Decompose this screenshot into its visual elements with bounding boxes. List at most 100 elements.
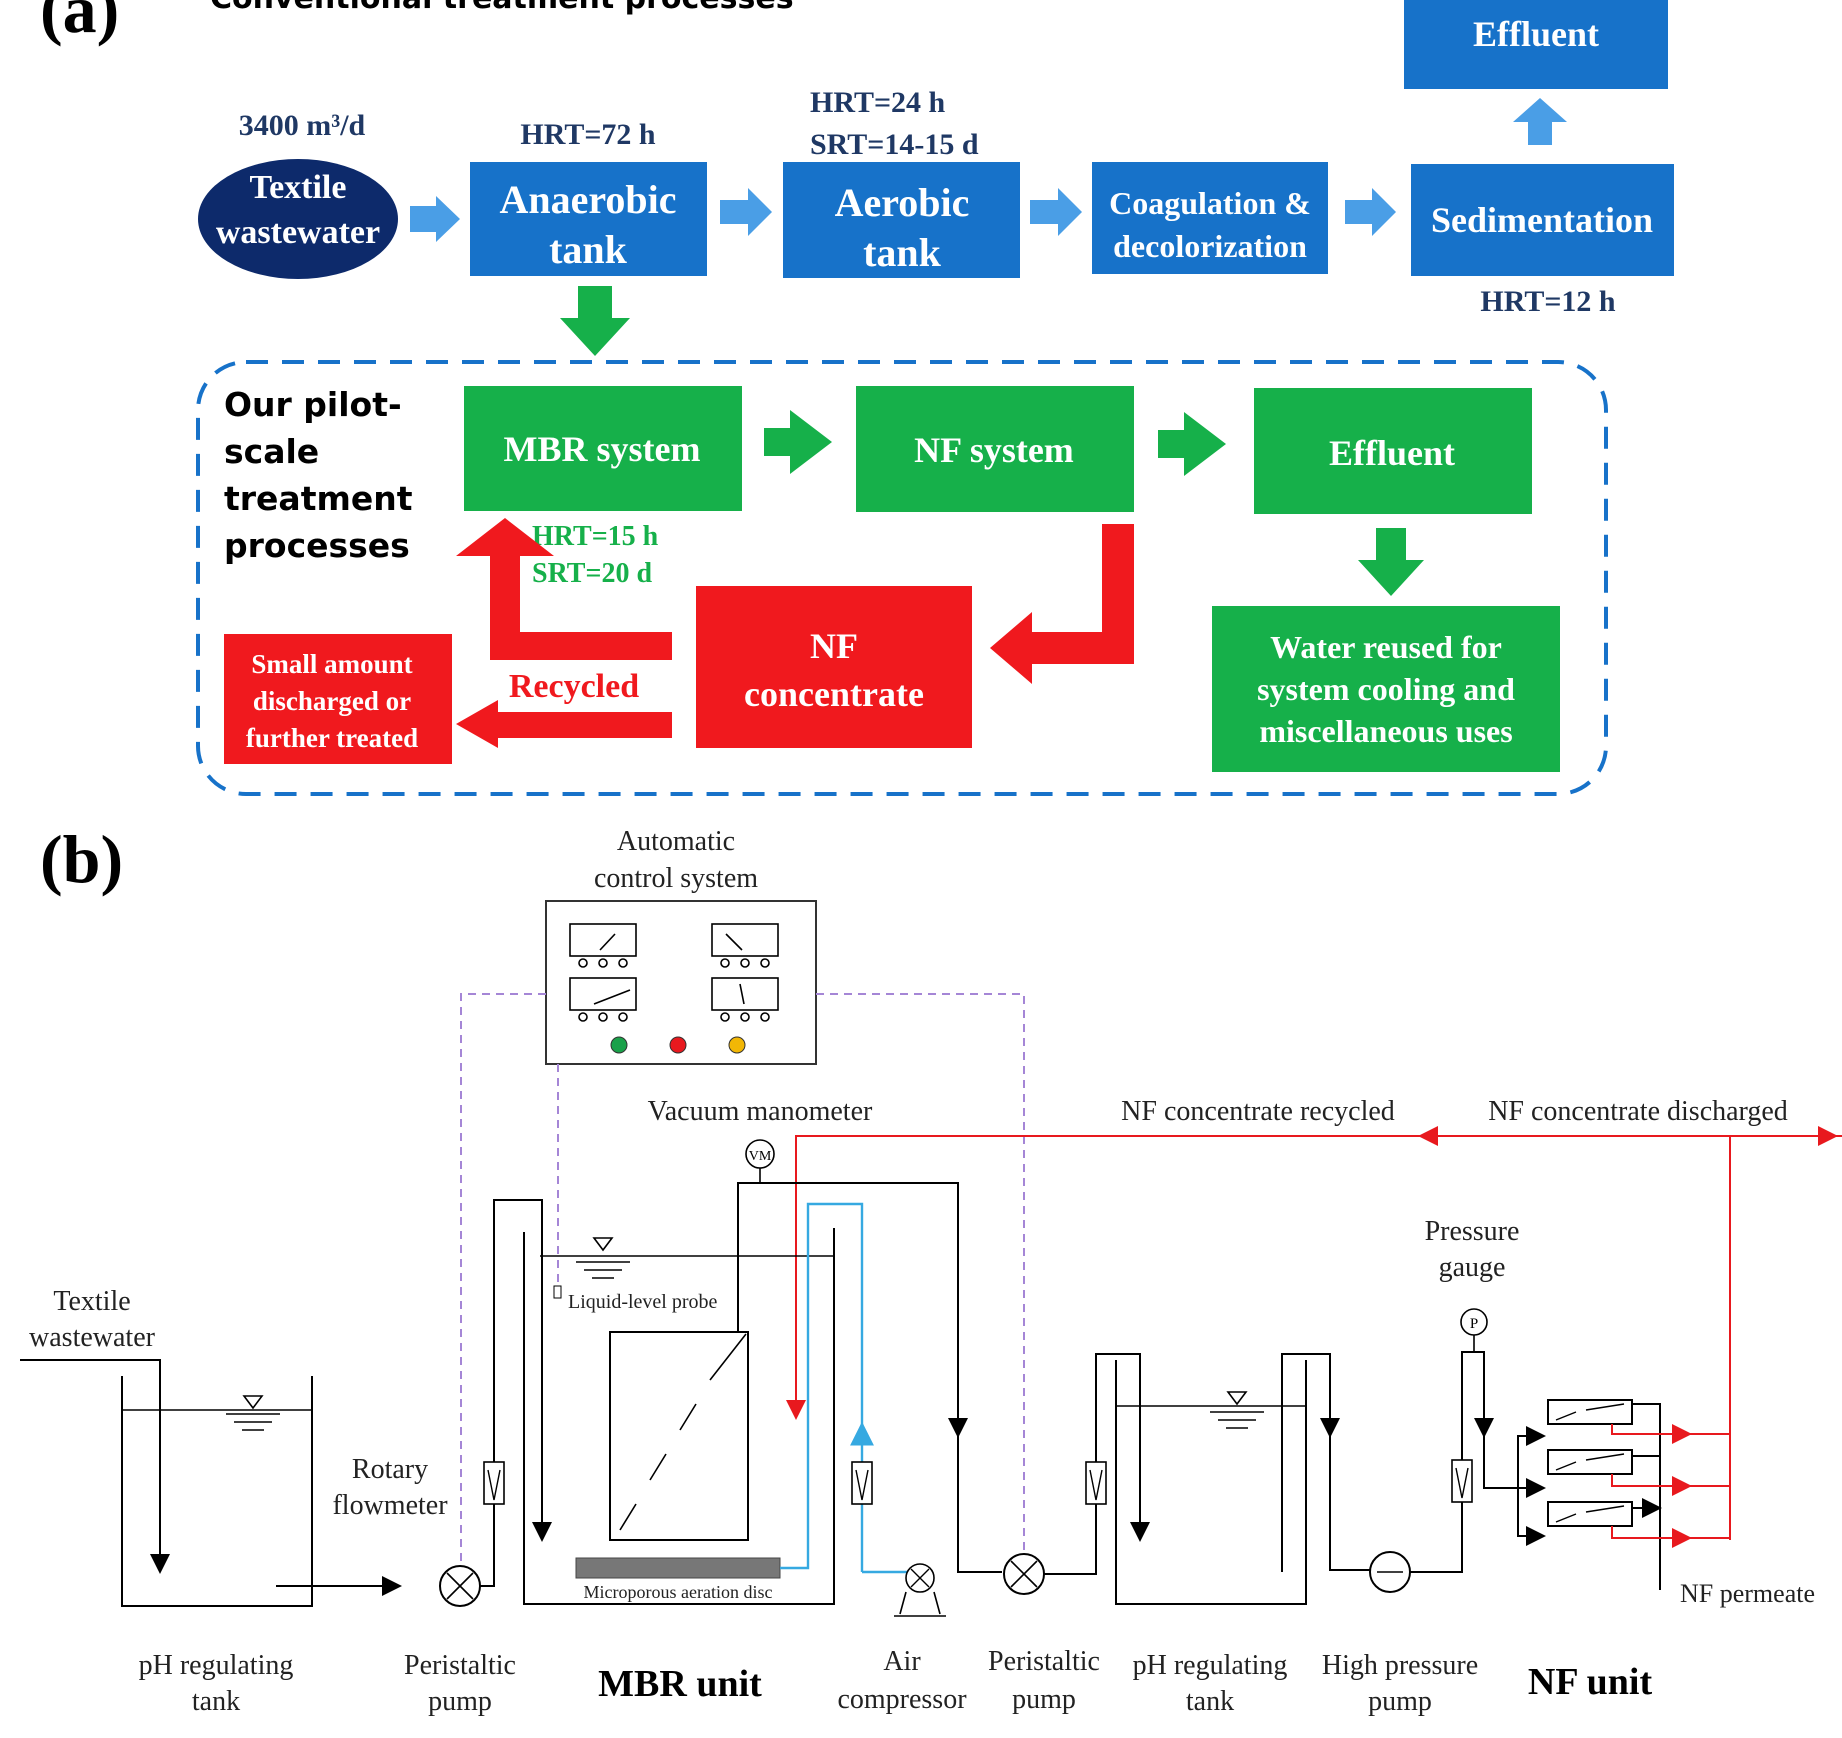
panel-a-label: (a) [40, 0, 119, 47]
up-arrow [1513, 98, 1567, 145]
aerobic-tank-box [783, 162, 1020, 278]
level-mark-2 [1210, 1391, 1264, 1429]
rotary-line2: flowmeter [332, 1490, 448, 1521]
pilot-effluent-label: Effluent [1329, 433, 1455, 473]
anaerobic-tank-box [470, 162, 707, 276]
textile-line1: Textile [250, 169, 347, 206]
b-textile-line2: wastewater [29, 1322, 156, 1353]
nf-recycle-line [786, 1135, 1842, 1420]
pilot-title-line1: Our pilot- [224, 385, 402, 424]
peristaltic-1-line1: Peristaltic [404, 1650, 516, 1681]
sedimentation-box [1411, 164, 1674, 276]
discharged-line3: further treated [246, 723, 418, 753]
anaerobic-hrt: HRT=72 h [520, 118, 656, 151]
anaerobic-line2: tank [549, 227, 628, 272]
high-pressure-line1: High pressure [1322, 1650, 1478, 1681]
green-arrow-nf-effluent [1158, 412, 1226, 476]
nf-permeate-label: NF permeate [1680, 1579, 1815, 1608]
ph-tank-2-line1: pH regulating [1133, 1650, 1288, 1681]
flow-arrow-1 [410, 196, 460, 242]
green-indicator [610, 1036, 628, 1054]
green-arrow-mbr-nf [764, 410, 832, 474]
discharged-line2: discharged or [253, 686, 411, 716]
reuse-line1: Water reused for [1270, 629, 1502, 665]
level-mark-1 [226, 1395, 280, 1431]
nf-modules [1547, 1399, 1633, 1527]
coagulation-box [1092, 162, 1328, 274]
discharged-box [224, 634, 452, 764]
influent-pipe [20, 1359, 170, 1574]
recycled-label: Recycled [509, 668, 639, 705]
control-panel [545, 900, 817, 1065]
control-line2: control system [594, 863, 758, 894]
red-arrow-nf-concentrate [990, 524, 1134, 684]
mbr-system-label: MBR system [504, 429, 701, 469]
effluent-top-box [1404, 0, 1668, 89]
control-line-right [816, 993, 1025, 1560]
mbr-hrt: HRT=15 h [532, 521, 659, 552]
ph-tank-2 [1115, 1360, 1307, 1605]
mbr-system-box [464, 386, 742, 511]
peristaltic-1-line2: pump [428, 1686, 492, 1717]
nf-recycled-label: NF concentrate recycled [1121, 1096, 1395, 1127]
pilot-effluent-box [1254, 388, 1532, 514]
rotary-line1: Rotary [352, 1454, 428, 1485]
red-indicator [669, 1036, 687, 1054]
sedimentation-hrt: HRT=12 h [1480, 285, 1616, 318]
textile-wastewater-node [198, 159, 398, 279]
control-line-left [460, 993, 546, 1577]
effluent-top-label: Effluent [1473, 14, 1599, 54]
flow-arrow-3 [1030, 188, 1082, 236]
coagulation-line2: decolorization [1113, 228, 1307, 264]
sedimentation-label: Sedimentation [1431, 200, 1653, 240]
nf-permeate-line [1632, 1403, 1660, 1590]
membrane-module [609, 1331, 749, 1541]
nf-system-label: NF system [914, 430, 1074, 470]
pilot-title-line3: treatment [224, 479, 413, 518]
ph-tank-1 [121, 1376, 313, 1607]
peristaltic-2-line1: Peristaltic [988, 1646, 1100, 1677]
mbr-srt: SRT=20 d [532, 558, 652, 589]
ph-tank-2-line2: tank [1186, 1686, 1234, 1717]
control-gauges [569, 923, 779, 1022]
air-line [780, 1202, 864, 1570]
high-pressure-line2: pump [1368, 1686, 1432, 1717]
panel-b-label: (b) [40, 821, 123, 897]
green-arrow-effluent-reuse [1358, 528, 1424, 596]
influent-flow: 3400 m³/d [239, 109, 366, 142]
reuse-line3: miscellaneous uses [1259, 713, 1512, 749]
liquid-level-probe [553, 1285, 562, 1299]
vm-symbol: VM [749, 1149, 772, 1164]
aeration-disc-label: Microporous aeration disc [584, 1582, 773, 1602]
pressure-line2: gauge [1439, 1252, 1506, 1283]
ph-tank-1-line1: pH regulating [139, 1650, 294, 1681]
reuse-line2: system cooling and [1257, 671, 1515, 707]
aerobic-hrt: HRT=24 h [810, 86, 946, 119]
vacuum-manometer-label: Vacuum manometer [648, 1096, 873, 1127]
pressure-line1: Pressure [1425, 1216, 1520, 1247]
pilot-title-line4: processes [224, 526, 410, 565]
anaerobic-line1: Anaerobic [499, 177, 676, 222]
red-arrow-recycle [456, 518, 672, 660]
textile-line2: wastewater [216, 214, 380, 251]
green-down-arrow-main [560, 286, 630, 356]
pilot-boundary [196, 360, 1608, 796]
conventional-heading: Conventional treatment processes [210, 0, 794, 16]
aerobic-line2: tank [863, 230, 942, 275]
pilot-title-line2: scale [224, 432, 319, 471]
aerobic-line1: Aerobic [835, 180, 970, 225]
flow-arrow-4 [1345, 188, 1396, 236]
nf-concentrate-box [696, 586, 972, 748]
control-line1: Automatic [617, 826, 735, 857]
p-symbol: P [1470, 1316, 1478, 1332]
level-mark-mbr [576, 1237, 630, 1279]
concentrate-line2: concentrate [744, 674, 924, 714]
b-textile-line1: Textile [53, 1286, 130, 1317]
permeate-suction-line [737, 1182, 968, 1438]
coagulation-line1: Coagulation & [1109, 185, 1311, 221]
aeration-disc [575, 1557, 781, 1579]
air-compressor-line1: Air [883, 1646, 921, 1677]
concentrate-line1: NF [810, 626, 858, 666]
peristaltic-2-line2: pump [1012, 1684, 1076, 1715]
